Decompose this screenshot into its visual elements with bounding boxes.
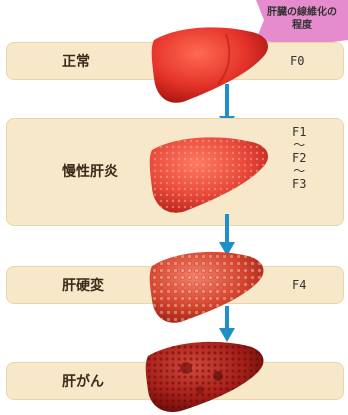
grade-range-chronic-hepatitis: F1 〜 F2 〜 F3 [292, 126, 306, 191]
liver-cirrhosis-image [144, 246, 272, 330]
progression-arrow-3 [219, 306, 235, 342]
liver-cancer-image [140, 338, 272, 415]
stage-label-cirrhosis: 肝硬変 [62, 275, 104, 295]
legend-line-1: 肝臓の線維化の [260, 6, 344, 19]
grade-cirrhosis: F4 [292, 278, 306, 292]
stage-label-liver-cancer: 肝がん [62, 371, 104, 391]
liver-normal-image [148, 22, 274, 108]
stage-label-normal: 正常 [62, 51, 90, 71]
stage-label-chronic-hepatitis: 慢性肝炎 [62, 161, 118, 181]
liver-hepatitis-image [146, 132, 274, 218]
grade-normal: F0 [290, 54, 304, 68]
grade-f3: F3 [292, 178, 306, 191]
